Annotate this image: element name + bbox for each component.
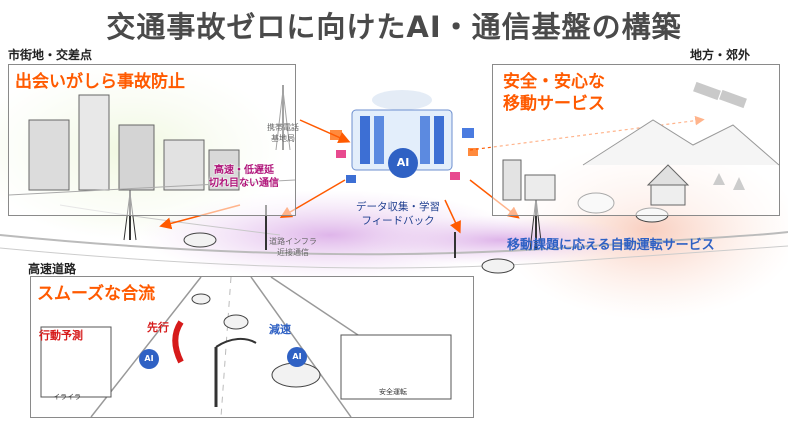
rural-panel: 安全・安心な 移動サービス [492, 64, 780, 216]
region-label-rural: 地方・郊外 [690, 48, 751, 62]
safe-driving-label: 安全運転 [379, 388, 407, 396]
urban-panel-title: 出会いがしら事故防止 [15, 72, 185, 92]
comm-label: 高速・低遅延 切れ目ない通信 [192, 164, 296, 190]
ai-badge-right: AI [287, 347, 307, 367]
base-station-label: 携帯電話 基地局 [248, 122, 318, 144]
highway-panel: スムーズな合流 行動予測 先行 減速 イライラ 安全運転 AI AI [30, 276, 474, 418]
rural-panel-title-line2: 移動サービス [503, 94, 605, 114]
city-buildings-illustration [9, 94, 295, 196]
behavior-prediction-label: 行動予測 [39, 329, 83, 342]
infra-line1: 道路インフラ [269, 237, 317, 246]
data-line2: フィードバック [361, 215, 435, 227]
irritated-label: イライラ [53, 393, 81, 401]
ai-center-badge: AI [388, 148, 418, 178]
comm-line1: 高速・低遅延 [214, 165, 274, 176]
ahead-label: 先行 [147, 321, 169, 334]
rural-panel-title-line1: 安全・安心な [503, 72, 605, 92]
urban-panel: 出会いがしら事故防止 [8, 64, 296, 216]
highway-illustration [40, 277, 452, 417]
autonomous-service-label: 移動課題に応える自動運転サービス [507, 238, 715, 253]
base-station-line2: 基地局 [271, 134, 295, 143]
data-line1: データ収集・学習 [356, 201, 440, 213]
ai-badge-left: AI [139, 349, 159, 369]
region-label-urban: 市街地・交差点 [8, 48, 93, 62]
page-title: 交通事故ゼロに向けたAI・通信基盤の構築 [106, 10, 682, 44]
infra-line2: 近接通信 [277, 248, 309, 257]
data-feedback-label: データ収集・学習 フィードバック [336, 200, 460, 228]
region-label-highway: 高速道路 [28, 262, 77, 276]
infra-label: 道路インフラ 近接通信 [258, 236, 328, 258]
comm-line2: 切れ目ない通信 [209, 178, 279, 189]
decel-label: 減速 [269, 323, 291, 336]
highway-panel-title: スムーズな合流 [37, 284, 156, 304]
base-station-line1: 携帯電話 [267, 123, 299, 132]
rural-landscape-illustration [502, 119, 779, 206]
